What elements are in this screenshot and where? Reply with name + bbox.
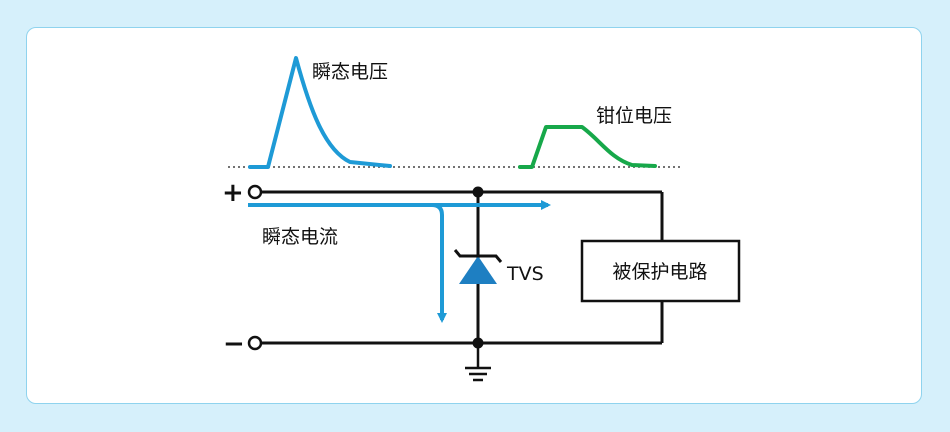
protected-circuit-label: 被保护电路 [612,261,707,283]
minus-terminal [247,335,263,351]
clamp-voltage-label: 钳位电压 [596,105,672,127]
clamp-voltage-waveform [518,125,657,169]
ground-symbol [465,343,491,382]
tvs-diode-symbol [453,249,503,284]
transient-voltage-waveform [248,56,392,169]
protected-circuit-box [580,239,741,303]
transient-current-arrow-down [420,203,447,323]
transient-current-label: 瞬态电流 [262,226,338,248]
tvs-label: TVS [506,263,544,285]
plus-terminal-label: + [222,178,244,208]
transient-voltage-label: 瞬态电压 [312,61,388,83]
plus-terminal [247,184,263,200]
minus-terminal-label: − [223,329,245,359]
top-junction-dot [472,186,484,198]
